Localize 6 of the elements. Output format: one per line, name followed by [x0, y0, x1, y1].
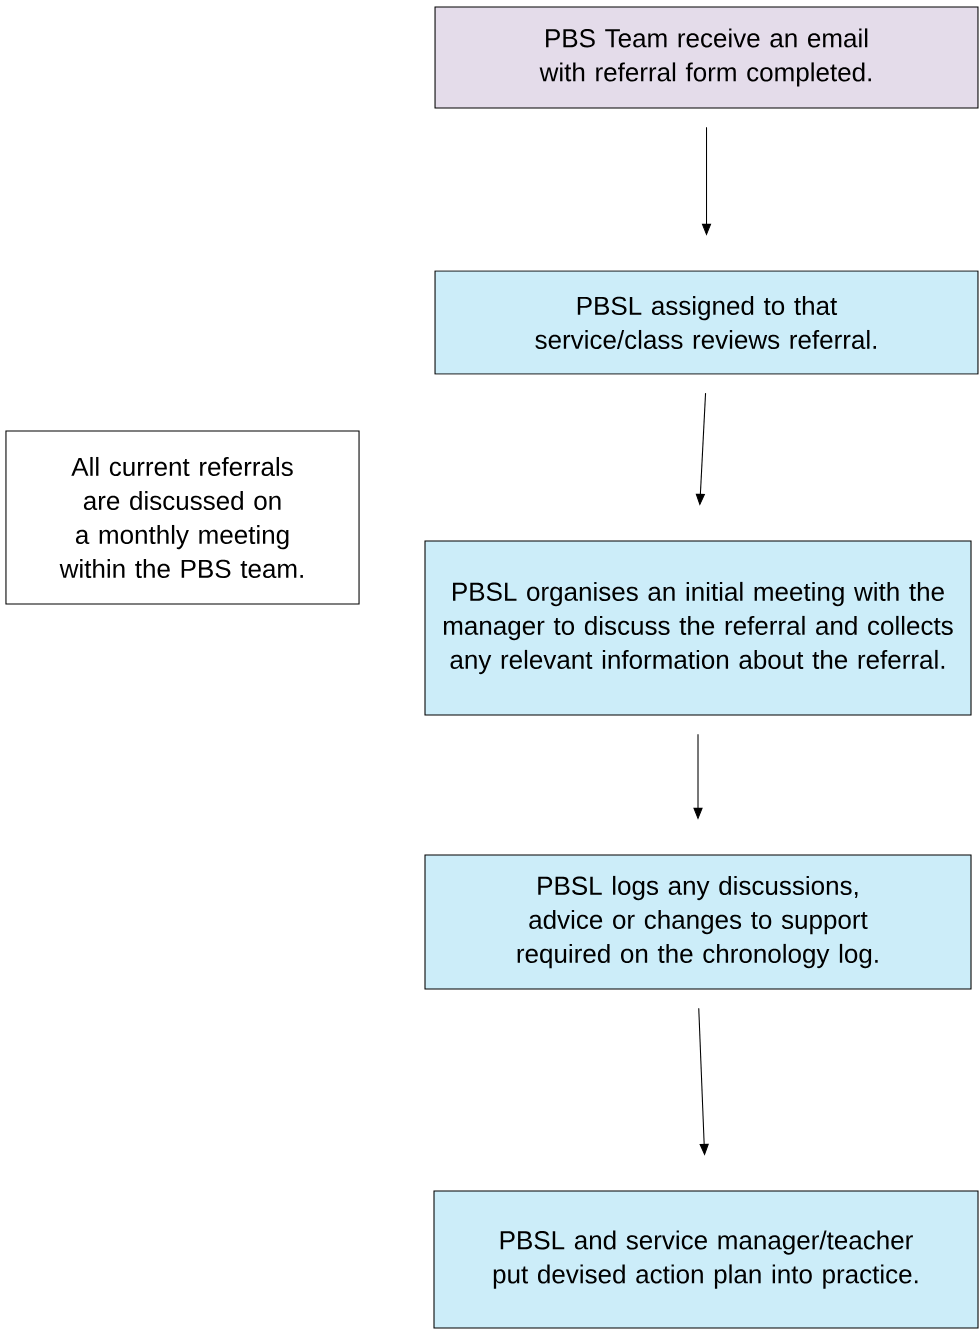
- process-box: PBS Team receive an email with referral form completed.: [434, 6, 979, 109]
- note-box: All current referrals are discussed on a monthly meeting within the PBS team.: [5, 430, 360, 605]
- process-box: PBSL organises an initial meeting with the manager to discuss the referral and collects any relevant information about the referral.: [424, 540, 972, 716]
- process-box: PBSL logs any discussions, advice or changes to support required on the chronology log.: [424, 854, 972, 990]
- process-box: PBSL and service manager/teacher put devised action plan into practice.: [433, 1190, 979, 1329]
- process-box: PBSL assigned to that service/class reviews referral.: [434, 270, 979, 375]
